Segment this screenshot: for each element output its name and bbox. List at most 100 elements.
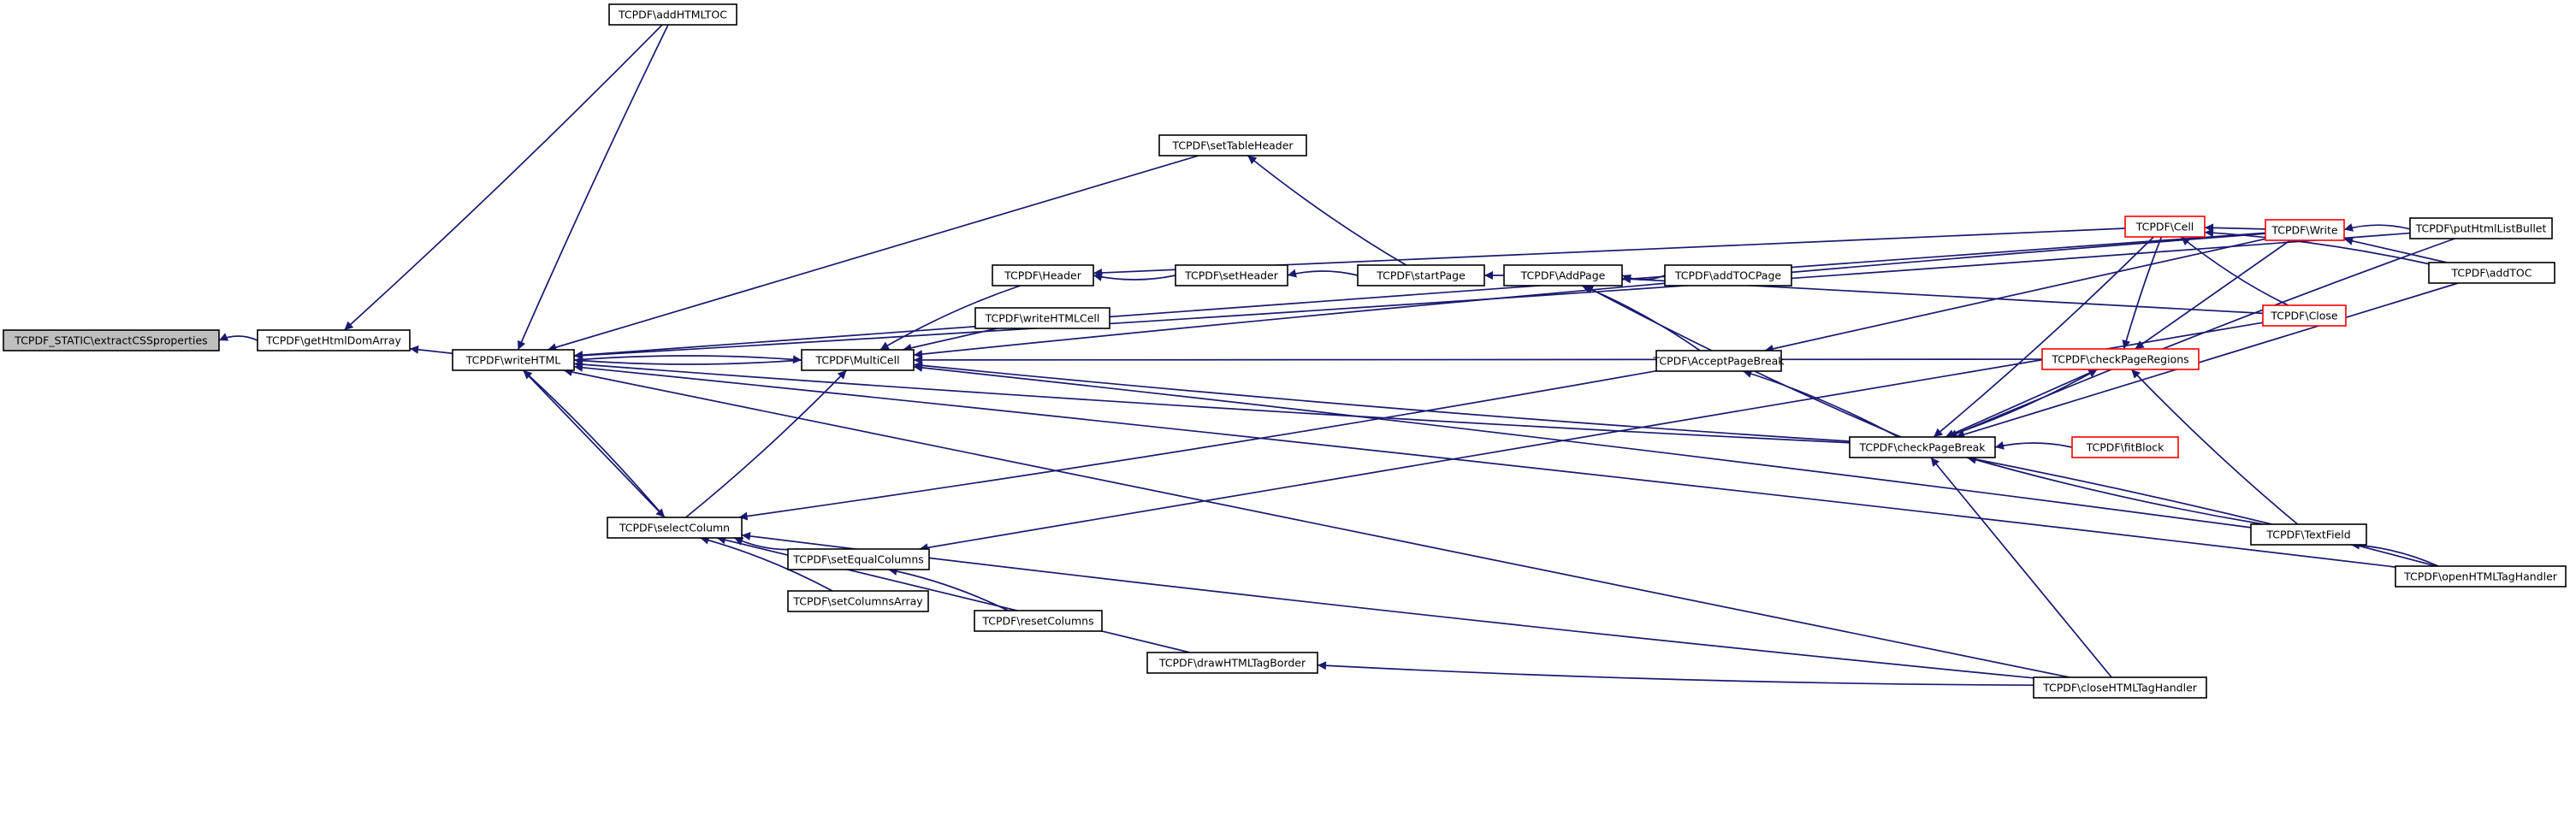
edge-n5-to-n4 — [547, 155, 1199, 351]
node-box[interactable] — [2041, 348, 2200, 370]
graph-node[interactable]: TCPDF\putHtmlListBullet — [2409, 217, 2553, 239]
node-box[interactable] — [787, 590, 929, 612]
edge-n16-to-n12 — [913, 355, 2043, 364]
edge-n27-to-n14 — [1966, 455, 2437, 567]
node-label: TCPDF\MultiCell — [814, 354, 899, 367]
node-box[interactable] — [2033, 676, 2207, 699]
graph-node[interactable]: TCPDF\resetColumns — [974, 610, 1103, 632]
node-label: TCPDF\writeHTMLCell — [985, 312, 1100, 325]
graph-node[interactable]: TCPDF\addTOCPage — [1664, 264, 1792, 286]
graph-node[interactable]: TCPDF\addHTMLTOC — [608, 3, 737, 26]
node-box[interactable] — [257, 329, 411, 351]
edge-n17-to-n14 — [1933, 236, 2154, 438]
node-label: TCPDF\Cell — [2135, 221, 2194, 233]
node-label: TCPDF\resetColumns — [981, 615, 1093, 628]
node-label: TCPDF\checkPageRegions — [2051, 353, 2188, 366]
node-label: TCPDF\setColumnsArray — [792, 595, 923, 608]
node-label: TCPDF\setHeader — [1184, 269, 1279, 282]
node-label: TCPDF\drawHTMLTagBorder — [1158, 657, 1306, 670]
node-box[interactable] — [1357, 264, 1485, 286]
edge-n22-to-n4 — [522, 369, 666, 518]
edge-n11-to-n12 — [903, 328, 998, 352]
graph-node[interactable]: TCPDF\Cell — [2124, 216, 2206, 238]
graph-node[interactable]: TCPDF\AddPage — [1503, 264, 1623, 286]
edge-n21-to-n14 — [1955, 282, 2459, 439]
graph-node[interactable]: TCPDF\writeHTMLCell — [974, 307, 1110, 329]
node-box[interactable] — [607, 517, 743, 539]
node-box[interactable] — [2265, 219, 2345, 241]
graph-node[interactable]: TCPDF\closeHTMLTagHandler — [2033, 676, 2207, 699]
node-label: TCPDF\getHtmlDomArray — [265, 334, 401, 347]
graph-node[interactable]: TCPDF\AcceptPageBreak — [1652, 350, 1785, 372]
node-box[interactable] — [2395, 565, 2567, 588]
edge-n14-to-n12 — [913, 361, 1851, 442]
node-box[interactable] — [992, 264, 1094, 286]
edge-n22-to-n12 — [685, 369, 848, 518]
graph-node[interactable]: TCPDF\checkPageBreak — [1849, 436, 1996, 458]
edge-n12-to-n4 — [573, 356, 802, 365]
node-box[interactable] — [2428, 262, 2555, 284]
edge-n26-to-n12 — [913, 363, 2252, 529]
node-label: TCPDF\Header — [1004, 269, 1082, 282]
graph-node[interactable]: TCPDF\startPage — [1357, 264, 1485, 286]
edge-n18-to-n13 — [1764, 238, 2266, 353]
node-box[interactable] — [2124, 216, 2206, 238]
node-label: TCPDF\AddPage — [1520, 269, 1606, 282]
graph-node[interactable]: TCPDF\Close — [2262, 304, 2347, 327]
node-box[interactable] — [974, 307, 1110, 329]
node-box[interactable] — [1655, 350, 1782, 372]
node-box[interactable] — [608, 3, 737, 26]
node-box[interactable] — [1146, 652, 1318, 674]
graph-node[interactable]: TCPDF\TextField — [2250, 523, 2367, 546]
graph-node[interactable]: TCPDF\setHeader — [1175, 264, 1288, 286]
edge-n16-to-n14 — [1945, 369, 2098, 438]
node-box[interactable] — [3, 329, 220, 351]
edge-n6-to-n12 — [879, 285, 1022, 351]
node-box[interactable] — [2262, 304, 2347, 327]
node-box[interactable] — [787, 548, 930, 570]
node-label: TCPDF\checkPageBreak — [1858, 441, 1986, 454]
node-box[interactable] — [2409, 217, 2553, 239]
node-box[interactable] — [1664, 264, 1792, 286]
graph-node[interactable]: TCPDF\writeHTML — [452, 349, 575, 371]
graph-node[interactable]: TCPDF\MultiCell — [801, 349, 915, 371]
node-box[interactable] — [2250, 523, 2367, 546]
graph-node[interactable]: TCPDF\checkPageRegions — [2041, 348, 2200, 370]
graph-node[interactable]: TCPDF\fitBlock — [2071, 436, 2179, 458]
edge-n25-to-n23 — [888, 567, 1009, 611]
graph-node[interactable]: TCPDF\setColumnsArray — [787, 590, 929, 612]
node-box[interactable] — [452, 349, 575, 371]
graph-node[interactable]: TCPDF\Header — [992, 264, 1094, 286]
edge-n14-to-n4 — [573, 360, 1851, 444]
edge-n15-to-n14 — [1994, 440, 2073, 450]
graph-node[interactable]: TCPDF\setTableHeader — [1158, 134, 1307, 157]
graph-node[interactable]: TCPDF\setEqualColumns — [787, 548, 930, 570]
graph-node[interactable]: TCPDF\selectColumn — [607, 517, 743, 539]
edge-n2-to-n1 — [218, 333, 258, 341]
node-box[interactable] — [1175, 264, 1288, 286]
edge-n26-to-n14 — [1967, 455, 2264, 525]
node-box[interactable] — [2071, 436, 2179, 458]
edge-n14-to-n13 — [1743, 369, 1899, 438]
node-box[interactable] — [1849, 436, 1996, 458]
graph-node[interactable]: TCPDF\getHtmlDomArray — [257, 329, 411, 351]
graph-node[interactable]: TCPDF\openHTMLTagHandler — [2395, 565, 2567, 588]
node-box[interactable] — [974, 610, 1103, 632]
graph-node[interactable]: TCPDF\Write — [2265, 219, 2345, 241]
node-box[interactable] — [1158, 134, 1307, 157]
node-label: TCPDF\writeHTML — [465, 354, 560, 367]
node-label: TCPDF_STATIC\extractCSSproperties — [14, 334, 207, 347]
edge-n18-to-n16 — [2135, 239, 2291, 350]
edge-n29-to-n4 — [563, 368, 2070, 678]
node-box[interactable] — [1503, 264, 1623, 286]
graph-node[interactable]: TCPDF_STATIC\extractCSSproperties — [3, 329, 220, 351]
node-box[interactable] — [801, 349, 915, 371]
graph-node[interactable]: TCPDF\addTOC — [2428, 262, 2555, 284]
edge-n8-to-n5 — [1247, 155, 1407, 266]
edge-n4-to-n12 — [573, 355, 802, 364]
edge-n4-to-n22 — [522, 369, 666, 518]
node-label: TCPDF\selectColumn — [619, 522, 730, 534]
graph-node[interactable]: TCPDF\drawHTMLTagBorder — [1146, 652, 1318, 674]
edge-n14-to-n16 — [1945, 369, 2098, 438]
edge-n3-to-n2 — [343, 24, 663, 331]
